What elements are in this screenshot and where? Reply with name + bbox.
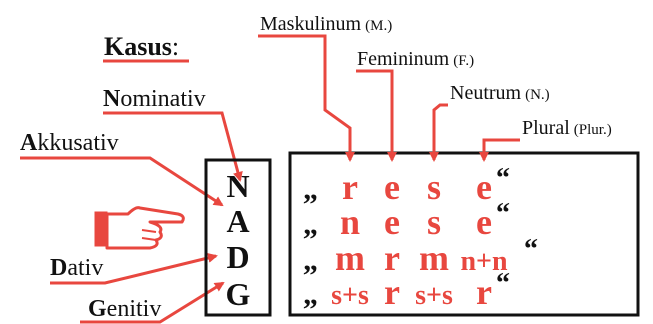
gender-label-neutrum: Neutrum(N.) (450, 82, 550, 104)
ending-nominativ-1: e (384, 167, 400, 207)
case-label-dativ: Dativ (50, 255, 103, 281)
nominativ-arrow (103, 111, 243, 182)
quote-close-akkusativ: “ (496, 198, 510, 229)
ending-dativ-2: m (419, 238, 449, 278)
ending-genitiv-1: r (384, 272, 400, 312)
case-letter-d: D (226, 239, 249, 275)
case-letter-box (204, 158, 272, 317)
genitiv-arrow (80, 281, 225, 324)
gender-label-plural: Plural(Plur.) (522, 117, 612, 139)
femininum-arrow (356, 69, 397, 162)
ending-akkusativ-2: s (427, 202, 441, 242)
ending-genitiv-3: r (476, 272, 492, 312)
ending-akkusativ-3: e (476, 202, 492, 242)
ending-dativ-0: m (335, 238, 365, 278)
title: Kasus: (104, 32, 179, 61)
ending-akkusativ-0: n (340, 202, 360, 242)
gender-label-maskulinum: Maskulinum(M.) (260, 13, 392, 35)
ending-dativ-1: r (384, 238, 400, 278)
quote-open-genitiv: „ (303, 278, 318, 311)
ending-nominativ-3: e (476, 167, 492, 207)
gender-label-femininum: Femininum(F.) (357, 48, 474, 70)
quote-open-akkusativ: „ (303, 208, 318, 241)
case-label-akkusativ: Akkusativ (20, 130, 119, 156)
quote-close-genitiv: “ (496, 268, 510, 299)
quote-open-nominativ: „ (303, 173, 318, 206)
ending-genitiv-0: s+s (331, 280, 369, 311)
ending-nominativ-2: s (427, 167, 441, 207)
dativ-arrow (50, 253, 218, 285)
case-letter-n: N (226, 168, 249, 204)
ending-nominativ-0: r (342, 167, 358, 207)
neutrum-arrow (429, 103, 448, 162)
endings-box (288, 151, 640, 317)
case-label-genitiv: Genitiv (88, 296, 161, 322)
akkusativ-arrow (20, 156, 224, 207)
plural-arrow (479, 138, 520, 162)
quote-close-nominativ: “ (496, 163, 510, 194)
quote-open-dativ: „ (303, 244, 318, 277)
pointing-hand-icon (94, 206, 185, 250)
ending-akkusativ-1: e (384, 202, 400, 242)
ending-dativ-3: n+n (460, 246, 508, 277)
maskulinum-arrow (258, 34, 355, 162)
case-letter-a: A (226, 203, 249, 239)
ending-genitiv-2: s+s (415, 280, 453, 311)
case-letter-g: G (226, 276, 251, 312)
case-label-nominativ: Nominativ (103, 86, 206, 112)
quote-close-dativ: “ (524, 234, 538, 265)
